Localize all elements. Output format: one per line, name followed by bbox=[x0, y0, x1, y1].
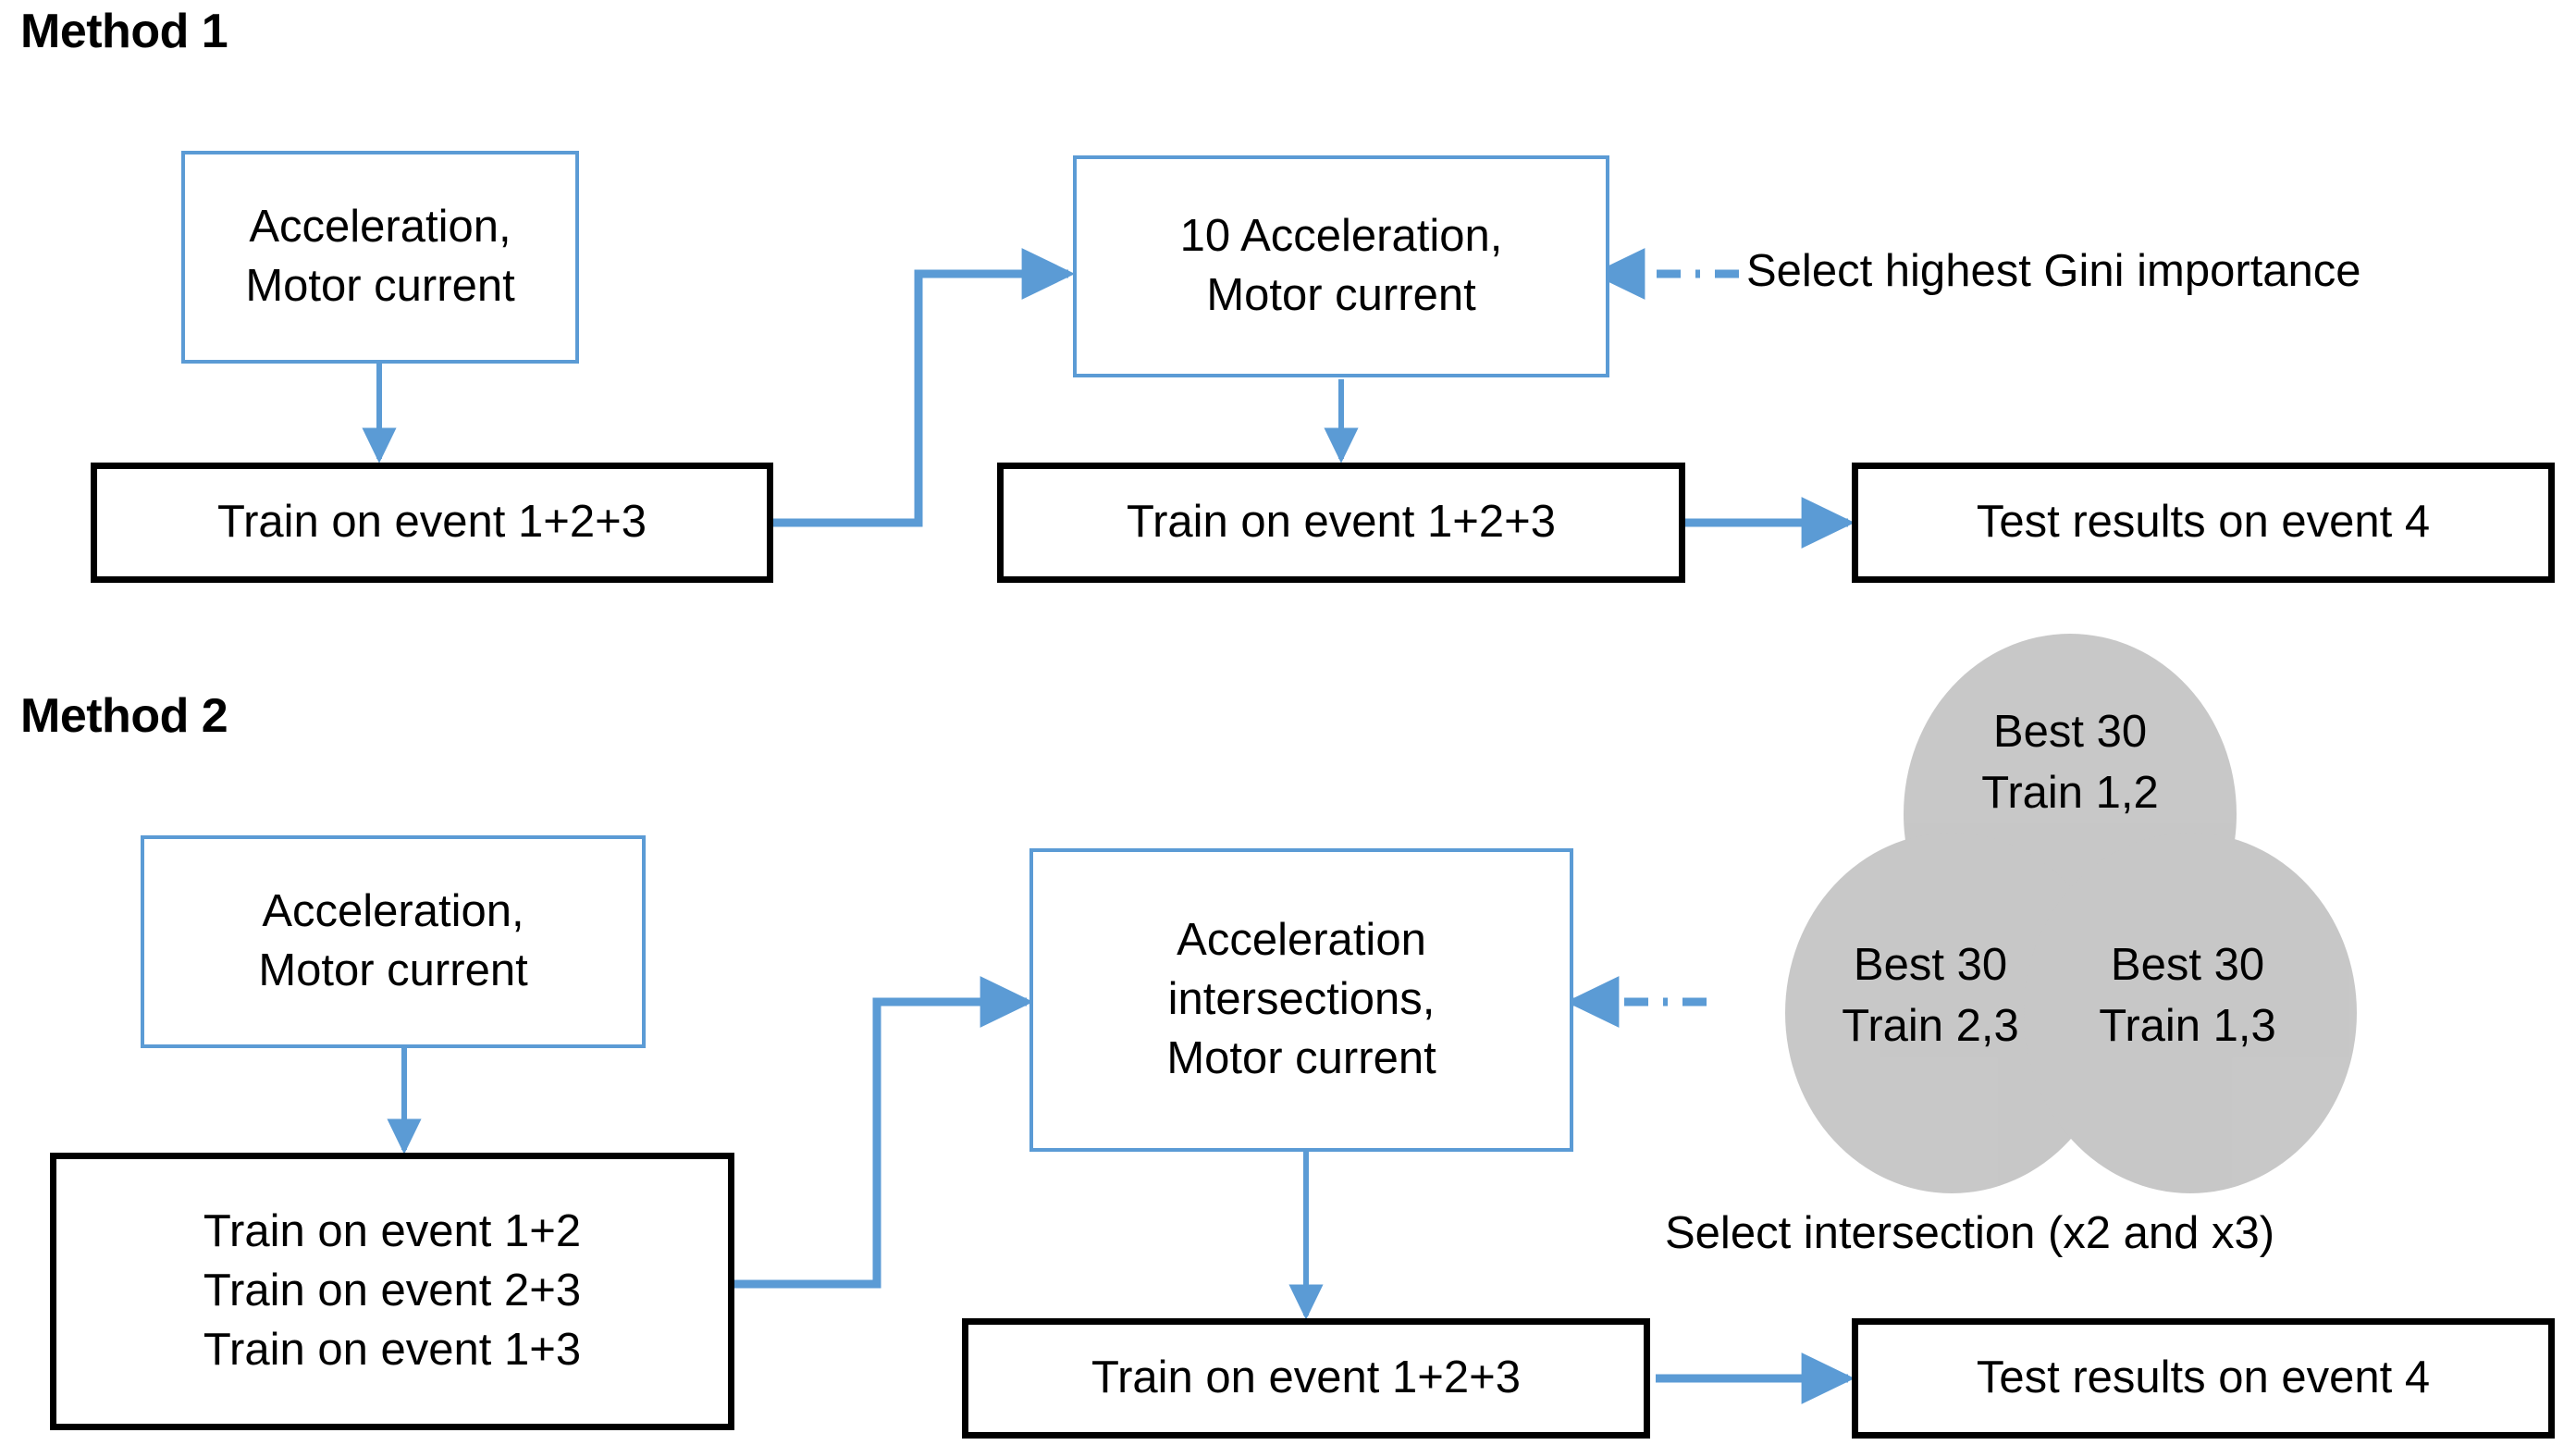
m1-train-box-mid-label: Train on event 1+2+3 bbox=[1126, 497, 1557, 548]
venn-circle-left bbox=[1785, 833, 2118, 1193]
m2-train-box-left-line-1: Train on event 1+2 bbox=[203, 1206, 582, 1257]
m1-train-box-left: Train on event 1+2+3 bbox=[91, 463, 773, 583]
m2-intersections-box-line-1: Acceleration bbox=[1177, 915, 1426, 966]
m1-selected-feature-box-line-2: Motor current bbox=[1206, 270, 1476, 320]
m2-train-box-mid: Train on event 1+2+3 bbox=[962, 1318, 1650, 1439]
m1-feature-box-line-1: Acceleration, bbox=[249, 202, 512, 253]
venn-diagram: Best 30 Train 1,2 Best 30 Train 2,3 Best… bbox=[1757, 629, 2405, 1221]
m2-intersection-annotation: Select intersection (x2 and x3) bbox=[1665, 1208, 2275, 1258]
m1-selected-feature-box-line-1: 10 Acceleration, bbox=[1179, 211, 1503, 262]
m2-feature-box-line-1: Acceleration, bbox=[262, 886, 524, 937]
venn-label-left: Best 30 Train 2,3 bbox=[1778, 934, 2083, 1056]
venn-label-top: Best 30 Train 1,2 bbox=[1908, 701, 2232, 823]
venn-label-left-line-1: Best 30 bbox=[1853, 940, 2008, 990]
m2-test-results-box-label: Test results on event 4 bbox=[1976, 1352, 2431, 1403]
m2-train-box-left: Train on event 1+2 Train on event 2+3 Tr… bbox=[50, 1153, 734, 1430]
m1-feature-box: Acceleration, Motor current bbox=[181, 151, 579, 364]
venn-label-top-line-1: Best 30 bbox=[1992, 707, 2148, 757]
m1-selected-feature-box: 10 Acceleration, Motor current bbox=[1073, 155, 1609, 377]
m2-feature-box-line-2: Motor current bbox=[258, 945, 528, 995]
m1-train-box-left-label: Train on event 1+2+3 bbox=[216, 497, 647, 548]
m2-train-box-left-line-3: Train on event 1+3 bbox=[203, 1324, 582, 1375]
m1-gini-annotation: Select highest Gini importance bbox=[1746, 246, 2361, 296]
connector-m2-train-to-intersections bbox=[731, 976, 1034, 1289]
m2-train-box-mid-label: Train on event 1+2+3 bbox=[1091, 1352, 1522, 1403]
m2-intersections-box: Acceleration intersections, Motor curren… bbox=[1029, 848, 1573, 1152]
m2-intersections-box-line-3: Motor current bbox=[1166, 1032, 1436, 1083]
venn-label-right-line-1: Best 30 bbox=[2110, 940, 2265, 990]
m1-feature-box-line-2: Motor current bbox=[245, 261, 515, 311]
m1-train-box-mid: Train on event 1+2+3 bbox=[997, 463, 1685, 583]
venn-label-right: Best 30 Train 1,3 bbox=[2035, 934, 2340, 1056]
venn-label-left-line-2: Train 2,3 bbox=[1842, 1001, 2019, 1052]
m2-train-box-left-line-2: Train on event 2+3 bbox=[203, 1266, 582, 1316]
m1-test-results-box-label: Test results on event 4 bbox=[1976, 497, 2431, 548]
section-title-method-1: Method 1 bbox=[20, 5, 228, 58]
venn-circle-right bbox=[2024, 833, 2357, 1193]
section-title-method-2: Method 2 bbox=[20, 689, 228, 743]
venn-label-top-line-2: Train 1,2 bbox=[1981, 768, 2159, 819]
venn-label-right-line-2: Train 1,3 bbox=[2099, 1001, 2276, 1052]
m2-test-results-box: Test results on event 4 bbox=[1852, 1318, 2555, 1439]
venn-circles bbox=[1785, 634, 2357, 1193]
m1-test-results-box: Test results on event 4 bbox=[1852, 463, 2555, 583]
m2-intersections-box-line-2: intersections, bbox=[1167, 974, 1436, 1025]
m2-feature-box: Acceleration, Motor current bbox=[141, 835, 646, 1048]
